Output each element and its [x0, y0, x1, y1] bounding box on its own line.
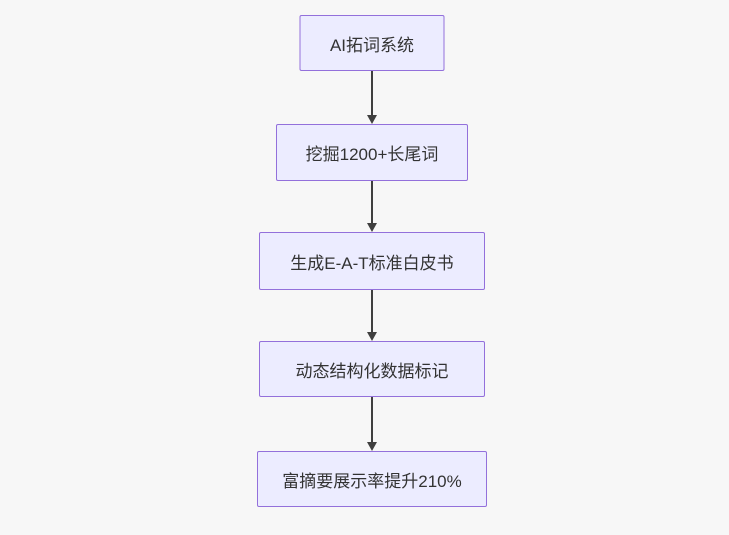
flow-edge-1: [366, 71, 378, 124]
flow-node-label: 挖掘1200+长尾词: [305, 145, 439, 164]
flow-node-rich-snippet-result: 富摘要展示率提升210%: [257, 451, 487, 507]
flow-node-label: 动态结构化数据标记: [295, 361, 449, 381]
flow-edge-4: [366, 397, 378, 451]
edge-line: [371, 71, 373, 115]
flow-edge-3: [366, 290, 378, 341]
arrow-down-icon: [367, 442, 377, 451]
flow-node-ai-keyword-system: AI拓词系统: [299, 15, 445, 71]
edge-line: [371, 397, 373, 442]
edge-line: [371, 181, 373, 223]
arrow-down-icon: [367, 115, 377, 124]
arrow-down-icon: [367, 223, 377, 232]
arrow-down-icon: [367, 332, 377, 341]
flow-node-label: AI拓词系统: [329, 35, 415, 55]
flow-node-label: 生成E-A-T标准白皮书: [290, 253, 454, 273]
flow-node-longtail-mining: 挖掘1200+长尾词: [276, 124, 468, 181]
flow-node-label: 富摘要展示率提升210%: [282, 471, 462, 491]
flow-edge-2: [366, 181, 378, 232]
flow-node-eat-whitepaper: 生成E-A-T标准白皮书: [259, 232, 485, 290]
edge-line: [371, 290, 373, 332]
flow-node-structured-data-markup: 动态结构化数据标记: [259, 341, 485, 397]
